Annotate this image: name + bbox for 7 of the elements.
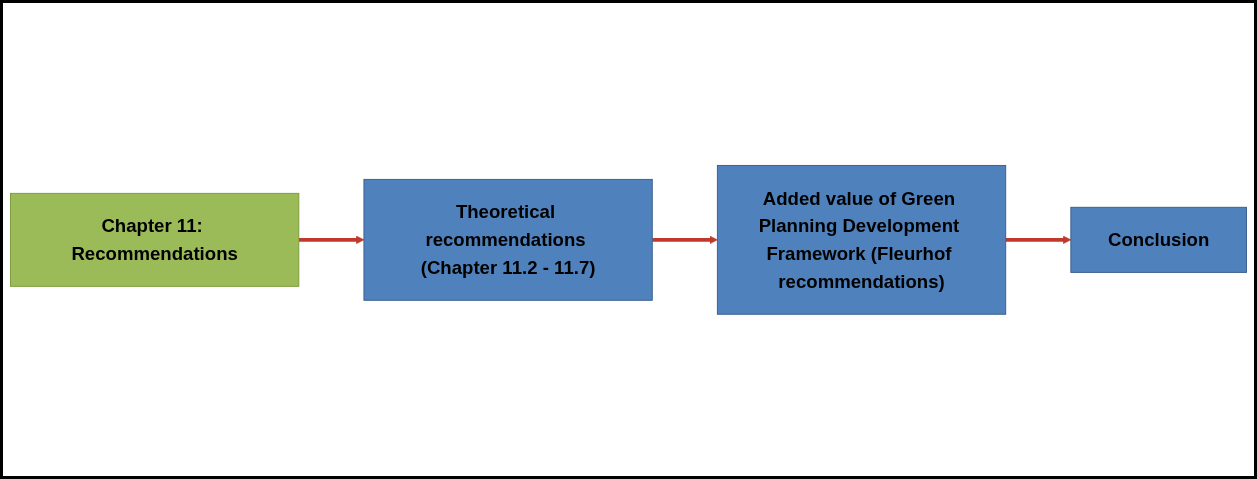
- arrow: [652, 235, 718, 244]
- node-box: Theoretical recommendations (Chapter 11.2 - 11.7): [363, 178, 653, 301]
- arrow: [1005, 235, 1072, 244]
- node-box: Added value of Green Planning Development Framework (Fleurhof recommendations): [716, 164, 1007, 315]
- node-box: Conclusion: [1070, 206, 1247, 273]
- arrow: [298, 235, 365, 244]
- node-box: Chapter 11: Recommendations: [10, 192, 300, 287]
